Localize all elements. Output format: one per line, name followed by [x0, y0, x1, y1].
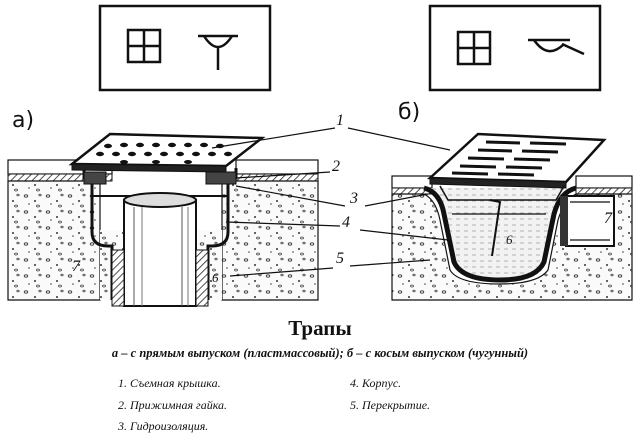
callout-5: 5	[336, 250, 344, 267]
straight-outlet-symbol-icon	[198, 34, 238, 70]
outlet-pipe-b	[565, 195, 615, 247]
drain-body-b	[423, 185, 577, 283]
callout-6-b: 6	[506, 232, 513, 247]
drain-body-a	[82, 168, 238, 300]
grate-cover-b	[426, 132, 607, 189]
panel-label-b: б)	[398, 100, 421, 125]
callout-6-a: 6	[212, 270, 219, 285]
callout-7-b: 7	[604, 210, 612, 227]
figure-title: Трапы	[288, 316, 352, 340]
legend-item-1: 1. Съемная крышка.	[118, 376, 221, 390]
grate-symbol-icon	[126, 28, 162, 64]
callout-7-a: 7	[72, 258, 80, 275]
drain-b-section	[391, 132, 633, 301]
panel-label-a: а)	[12, 108, 35, 133]
outlet-pipe-a	[123, 199, 197, 307]
grate-symbol-icon	[456, 30, 492, 66]
figure-subtitle: а – с прямым выпуском (пластмассовый); б…	[111, 346, 529, 360]
floor-finish-right	[235, 159, 319, 175]
legend-item-3: 3. Гидроизоляция.	[118, 419, 209, 433]
leader-lines	[211, 127, 451, 277]
callout-3: 3	[350, 190, 358, 207]
legend-item-2: 2. Прижимная гайка.	[118, 398, 228, 412]
oblique-outlet-symbol-icon	[528, 38, 585, 56]
symbol-box-b	[428, 4, 602, 92]
drain-a-section	[7, 132, 319, 307]
symbol-box-a	[98, 4, 272, 92]
legend-item-5: 5. Перекрытие.	[350, 398, 431, 412]
clamp-nut-a	[205, 171, 237, 185]
slab-left	[7, 180, 101, 301]
legend-item-4: 4. Корпус.	[350, 376, 402, 390]
callout-1: 1	[336, 112, 344, 129]
callout-4: 4	[342, 214, 350, 231]
callout-2: 2	[332, 158, 340, 175]
grate-cover-a	[68, 132, 266, 173]
